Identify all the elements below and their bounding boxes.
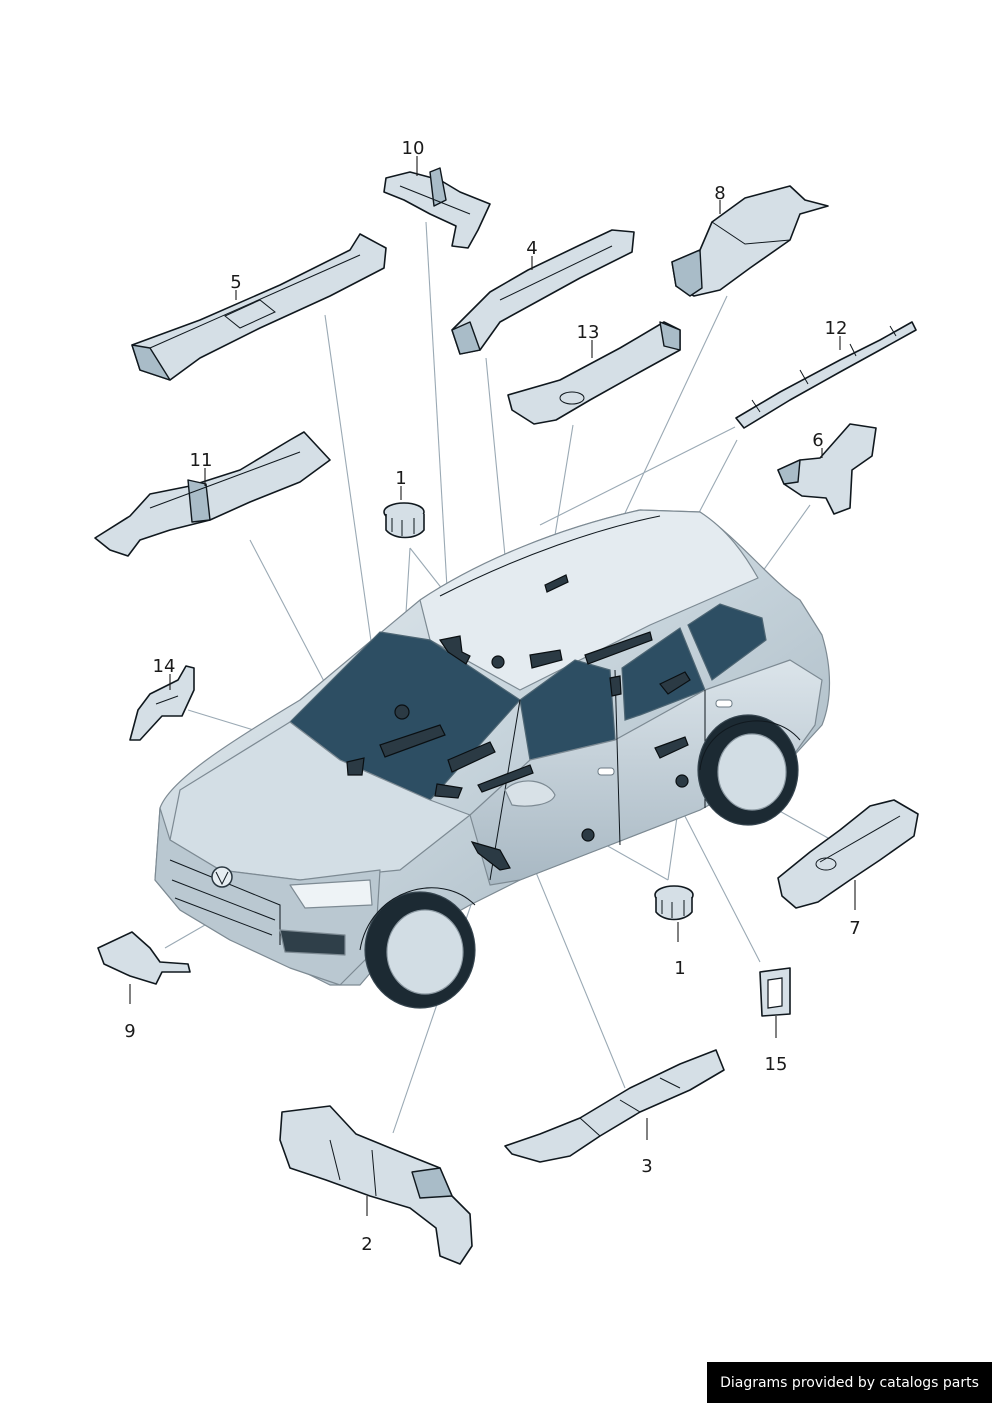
callout-2: 2 — [361, 1234, 372, 1255]
callout-ticks — [129, 156, 856, 1216]
callout-5: 5 — [230, 272, 241, 293]
vehicle-part-locations — [346, 574, 691, 871]
part-9-drawing — [97, 931, 191, 985]
callout-7: 7 — [849, 918, 860, 939]
part-1-top-drawing — [383, 502, 425, 539]
part-2-drawing — [279, 1105, 473, 1265]
part-8-drawing — [671, 185, 829, 297]
callout-11: 11 — [190, 450, 213, 471]
callout-4: 4 — [526, 238, 537, 259]
callout-3: 3 — [641, 1156, 652, 1177]
callout-15: 15 — [765, 1054, 788, 1075]
part-13-drawing — [507, 321, 681, 425]
callout-13: 13 — [577, 322, 600, 343]
part-14-drawing — [129, 665, 195, 741]
callout-9: 9 — [124, 1021, 135, 1042]
part-15-drawing — [759, 967, 791, 1017]
vehicle-body — [154, 509, 831, 1009]
callout-10: 10 — [402, 138, 425, 159]
callout-12: 12 — [825, 318, 848, 339]
part-5-drawing — [131, 233, 387, 381]
callout-8: 8 — [714, 183, 725, 204]
part-12-drawing — [735, 321, 917, 429]
callout-labels: 10 8 4 5 13 12 11 6 1 14 7 1 9 15 3 2 — [124, 138, 860, 1255]
part-7-drawing — [777, 799, 919, 909]
part-4-drawing — [451, 229, 635, 355]
callout-14: 14 — [153, 656, 176, 677]
part-11-drawing — [94, 431, 331, 557]
credit-banner: Diagrams provided by catalogs parts — [707, 1362, 992, 1403]
part-10-drawing — [383, 167, 491, 249]
credit-text: Diagrams provided by catalogs parts — [720, 1374, 979, 1391]
callout-1-top: 1 — [395, 468, 406, 489]
callout-6: 6 — [812, 430, 823, 451]
callout-1-bottom: 1 — [674, 958, 685, 979]
part-1-bottom-drawing — [654, 885, 694, 921]
part-6-drawing — [777, 423, 877, 515]
part-3-drawing — [504, 1049, 725, 1163]
